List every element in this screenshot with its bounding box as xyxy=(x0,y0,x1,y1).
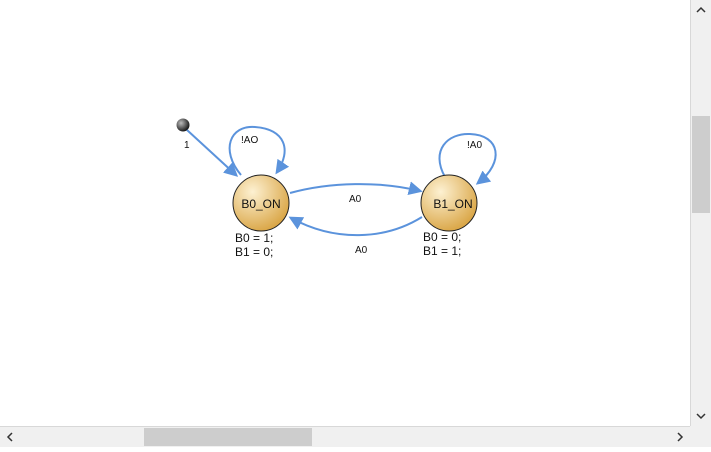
diagram-canvas: 1 !AO !A0 A0 A0 B0_ON B0 = 1; B1 = 0; B1… xyxy=(176,118,497,259)
transition-b1-to-b0-label: A0 xyxy=(355,245,368,256)
horizontal-scrollbar[interactable] xyxy=(0,426,690,447)
initial-state-dot xyxy=(176,118,190,132)
horizontal-scroll-thumb[interactable] xyxy=(144,428,312,446)
transition-b0-self-loop[interactable] xyxy=(228,125,290,176)
initial-transition-label: 1 xyxy=(184,140,190,151)
state-b1-on-circle[interactable] xyxy=(420,174,478,232)
chevron-right-icon[interactable] xyxy=(670,427,690,447)
state-b1-on-name: B1_ON xyxy=(433,197,472,211)
transition-b0-to-b1-label: A0 xyxy=(349,194,362,205)
state-b1-on-action-2: B1 = 1; xyxy=(423,244,461,258)
initial-transition-arrow xyxy=(186,129,239,177)
transition-b1-self-label: !A0 xyxy=(467,140,482,151)
scrollbar-corner xyxy=(690,426,711,447)
state-b1-on[interactable]: B1_ON xyxy=(420,174,478,232)
state-b1-on-action-1: B0 = 0; xyxy=(423,230,461,244)
transition-b1-to-b0[interactable] xyxy=(288,216,423,237)
chevron-left-icon[interactable] xyxy=(0,427,20,447)
transition-b1-self-loop[interactable] xyxy=(438,132,497,185)
state-diagram: 1 !AO !A0 A0 A0 B0_ON B0 = 1; B1 = 0; B1… xyxy=(176,118,497,259)
vertical-scroll-thumb[interactable] xyxy=(692,116,710,213)
chevron-up-icon[interactable] xyxy=(691,0,711,20)
transition-b0-self-label: !AO xyxy=(241,135,258,146)
state-b0-on[interactable]: B0_ON xyxy=(232,174,290,232)
state-b0-on-circle[interactable] xyxy=(232,174,290,232)
chevron-down-icon[interactable] xyxy=(691,406,711,426)
vertical-scrollbar[interactable] xyxy=(690,0,711,426)
state-b0-on-action-2: B1 = 0; xyxy=(235,245,273,259)
state-b0-on-name: B0_ON xyxy=(241,197,280,211)
state-b0-on-action-1: B0 = 1; xyxy=(235,231,273,245)
transition-b0-to-b1[interactable] xyxy=(289,181,423,196)
